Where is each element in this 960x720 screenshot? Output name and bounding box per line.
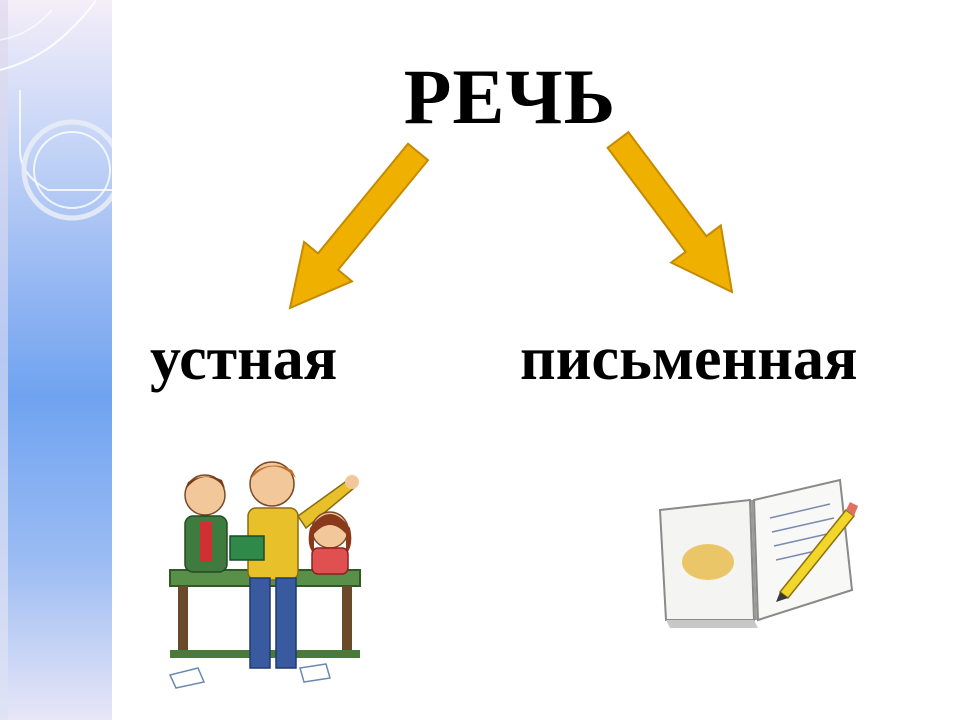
open-notebook-pencil-icon [658, 478, 858, 628]
children-talking-icon [168, 461, 361, 689]
arrow-left [288, 142, 430, 310]
branch-label-written: письменная [520, 325, 858, 393]
branch-label-oral: устная [150, 325, 338, 393]
decorative-swirl-icon [0, 0, 112, 221]
side-band-edge [0, 0, 8, 720]
diagram-root-title: РЕЧЬ [403, 53, 617, 140]
side-decoration-band [0, 0, 112, 720]
arrow-right [606, 130, 734, 294]
